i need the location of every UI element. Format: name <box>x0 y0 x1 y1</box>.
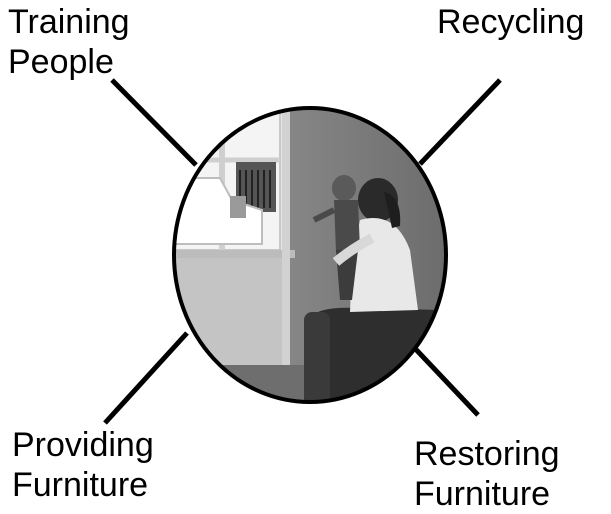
label-training-line-1: Training <box>8 3 130 41</box>
connector-training <box>110 78 198 167</box>
label-recycling-line-1: Recycling <box>437 3 585 41</box>
photo-circle-border <box>172 106 448 404</box>
label-training-line-2: People <box>8 43 114 81</box>
connector-providing <box>103 331 189 425</box>
connector-recycling <box>418 78 502 166</box>
label-providing-line-1: Providing <box>12 426 154 464</box>
label-restoring-furniture: Restoring Furniture <box>414 434 560 514</box>
label-restoring-line-1: Restoring <box>414 435 560 473</box>
label-restoring-line-2: Furniture <box>414 475 551 513</box>
label-providing-line-2: Furniture <box>12 466 149 504</box>
label-providing-furniture: Providing Furniture <box>12 425 154 505</box>
photo-mother-holding-child-at-window-icon <box>174 108 446 402</box>
label-recycling: Recycling <box>437 2 584 42</box>
connector-restoring <box>405 338 480 417</box>
label-training-people: Training People <box>8 2 130 82</box>
